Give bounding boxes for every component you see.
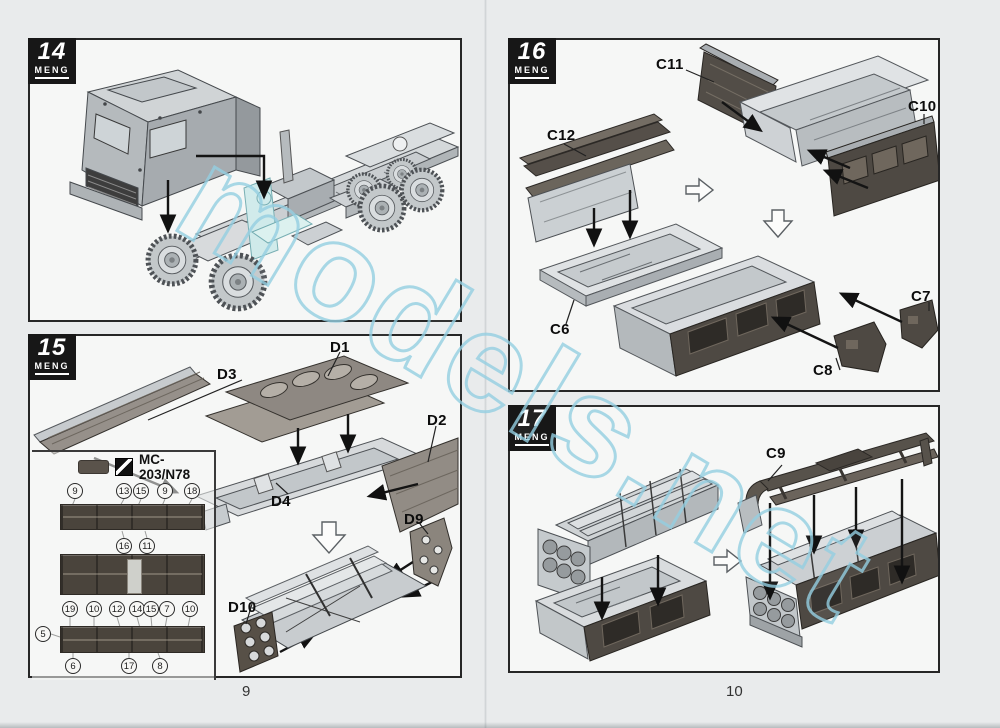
part-label-d3: D3 xyxy=(217,366,237,383)
decal-sheet-code: MC-203/N78 xyxy=(139,452,191,482)
part-d9 xyxy=(409,517,453,587)
decal-symbol-icon xyxy=(115,458,134,476)
next-step-arrow-icon xyxy=(311,521,347,555)
part-label-c10: C10 xyxy=(908,98,937,115)
part-label-d4: D4 xyxy=(271,493,291,510)
part-c12 xyxy=(518,113,675,243)
part-c8 xyxy=(833,321,887,373)
decal-callout: 16 xyxy=(116,538,132,554)
decal-callout: 10 xyxy=(182,601,198,617)
decal-callout: 6 xyxy=(65,658,81,674)
part-d2 xyxy=(381,437,459,533)
part-c6-tray xyxy=(538,223,724,307)
step14-panel: 14 MENG xyxy=(28,38,462,322)
page-number-left: 9 xyxy=(242,683,251,700)
part-label-d2: D2 xyxy=(427,412,447,429)
launcher-base xyxy=(534,556,711,662)
decal-callout: 19 xyxy=(62,601,78,617)
decal-strip xyxy=(60,626,205,653)
step15-diagram xyxy=(33,351,459,673)
step15-header: 15 MENG xyxy=(28,334,76,380)
part-label-d1: D1 xyxy=(330,339,350,356)
meng-logo-underline xyxy=(35,77,69,79)
label-leader-lines xyxy=(563,69,930,371)
step16-panel: 16 MENG xyxy=(508,38,940,392)
truck-cab xyxy=(69,69,261,221)
step15-panel: 15 MENG xyxy=(28,334,462,680)
step17-diagram xyxy=(534,432,938,662)
part-label-c8: C8 xyxy=(813,362,833,379)
decal-callout: 10 xyxy=(86,601,102,617)
decal-callout: 15 xyxy=(133,483,149,499)
step16-header: 16 MENG xyxy=(508,38,556,84)
next-step-arrow-icon xyxy=(713,548,743,574)
decal-guide-box: MC-203/N78 9 13 15 9 18 16 11 19 10 12 1… xyxy=(32,450,216,680)
decal-callout: 9 xyxy=(67,483,83,499)
meng-logo-underline xyxy=(35,373,69,375)
decal-callout: 5 xyxy=(35,626,51,642)
part-c9-crane-frame xyxy=(737,432,938,534)
step14-header: 14 MENG xyxy=(28,38,76,84)
loaded-launcher xyxy=(745,510,938,648)
decal-callout: 18 xyxy=(184,483,200,499)
next-step-arrow-icon xyxy=(685,177,715,203)
decal-callout: 9 xyxy=(157,483,173,499)
page-fold xyxy=(484,0,487,728)
meng-logo: MENG xyxy=(34,361,70,371)
assembly-arrows xyxy=(159,154,273,234)
decal-color-swatch xyxy=(78,460,110,474)
part-label-c9: C9 xyxy=(766,445,786,462)
next-step-arrow-icon xyxy=(762,209,794,239)
page-number-right: 10 xyxy=(726,683,743,700)
meng-logo: MENG xyxy=(514,432,550,442)
step15-number: 15 xyxy=(37,334,67,361)
step16-number: 16 xyxy=(517,38,547,65)
decal-callout: 8 xyxy=(152,658,168,674)
part-d10 xyxy=(233,611,279,673)
part-d1 xyxy=(204,355,410,443)
decal-legend: MC-203/N78 xyxy=(78,452,214,482)
part-c7 xyxy=(899,299,938,349)
step16-diagram xyxy=(518,43,938,377)
step-arrows xyxy=(593,479,911,621)
step-arrows xyxy=(585,101,903,350)
part-label-c6: C6 xyxy=(550,321,570,338)
decal-callout: 13 xyxy=(116,483,132,499)
meng-logo-underline xyxy=(515,444,549,446)
decal-callout: 7 xyxy=(159,601,175,617)
label-leader-lines xyxy=(147,351,437,625)
part-label-c11: C11 xyxy=(656,56,684,73)
meng-logo: MENG xyxy=(514,65,550,75)
decal-callout: 11 xyxy=(139,538,155,554)
part-label-d9: D9 xyxy=(404,511,424,528)
meng-logo-underline xyxy=(515,77,549,79)
step14-number: 14 xyxy=(37,38,67,65)
part-label-c7: C7 xyxy=(911,288,931,305)
step17-panel: 17 MENG xyxy=(508,405,940,673)
part-label-d10: D10 xyxy=(228,599,257,616)
step14-diagram xyxy=(69,69,460,320)
decal-strip xyxy=(60,554,205,595)
missile-pod xyxy=(537,468,720,604)
lower-assembly xyxy=(612,255,821,377)
decal-callout: 17 xyxy=(121,658,137,674)
part-label-c12: C12 xyxy=(547,127,576,144)
step17-header: 17 MENG xyxy=(508,405,556,451)
part-d3 xyxy=(33,366,211,455)
decal-callout: 15 xyxy=(143,601,159,617)
label-leader-line xyxy=(767,464,783,482)
step17-number: 17 xyxy=(517,405,547,432)
meng-logo: MENG xyxy=(34,65,70,75)
decal-callout: 12 xyxy=(109,601,125,617)
decal-strip xyxy=(60,504,205,530)
part-c10 xyxy=(825,115,938,217)
page-bottom-edge xyxy=(0,722,1000,728)
